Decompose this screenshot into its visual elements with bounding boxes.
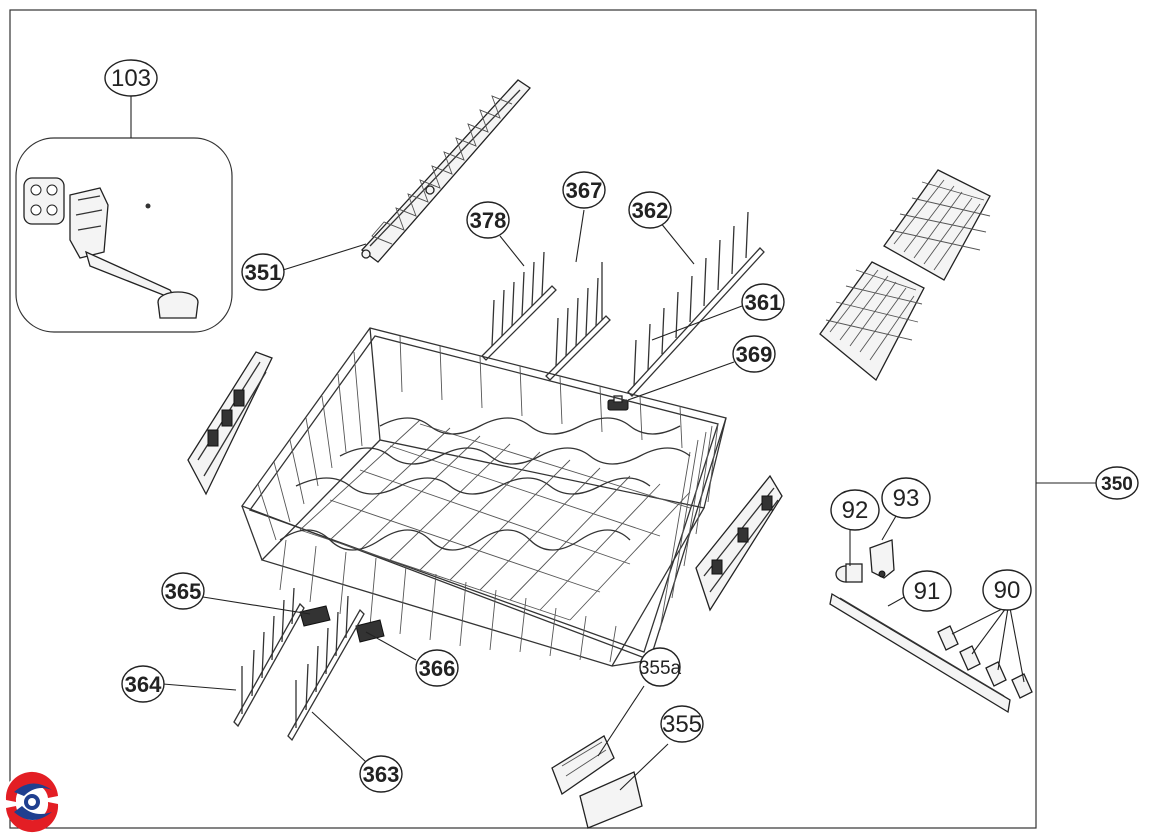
part-351-cup-shelf <box>361 79 531 263</box>
svg-text:103: 103 <box>111 65 151 92</box>
callout-93: 93 <box>881 477 931 519</box>
part-362-tine-row <box>627 211 765 397</box>
main-dish-basket <box>240 327 727 667</box>
part-93-clip <box>869 539 895 579</box>
callout-90: 90 <box>982 569 1032 611</box>
part-367-tine-row <box>545 262 611 381</box>
right-side-rail <box>695 474 783 612</box>
svg-text:93: 93 <box>893 485 920 512</box>
callout-364: 364 <box>121 665 165 703</box>
right-cup-shelves <box>819 169 991 382</box>
callout-92: 92 <box>830 489 880 531</box>
callout-350: 350 <box>1095 466 1139 500</box>
svg-text:92: 92 <box>842 497 869 524</box>
callout-365: 365 <box>161 572 205 610</box>
part-103-spray-arm-inset <box>15 96 233 333</box>
svg-text:366: 366 <box>419 656 456 681</box>
part-91-rail <box>829 592 1011 714</box>
callout-366: 366 <box>415 649 459 687</box>
callout-367: 367 <box>562 171 606 209</box>
callout-351: 351 <box>241 253 285 291</box>
svg-text:365: 365 <box>165 579 202 604</box>
svg-text:364: 364 <box>125 672 162 697</box>
callout-355a: 355a <box>639 647 682 687</box>
brand-logo-icon <box>3 771 61 833</box>
svg-text:361: 361 <box>745 290 782 315</box>
part-90-clips <box>937 625 1033 699</box>
callout-361: 361 <box>741 283 785 321</box>
part-355a-cover <box>551 735 615 796</box>
left-side-rail <box>187 351 273 496</box>
part-363-tine-row <box>287 595 365 742</box>
svg-text:91: 91 <box>914 578 941 605</box>
callout-363: 363 <box>359 755 403 793</box>
svg-text:363: 363 <box>363 762 400 787</box>
callout-369: 369 <box>732 335 776 373</box>
svg-text:351: 351 <box>245 260 282 285</box>
callout-103: 103 <box>104 59 158 97</box>
svg-text:367: 367 <box>566 178 603 203</box>
part-364-tine-row <box>233 587 305 728</box>
callout-91: 91 <box>902 570 952 612</box>
part-355-cover <box>579 771 643 829</box>
svg-text:350: 350 <box>1101 474 1133 495</box>
svg-text:362: 362 <box>632 198 669 223</box>
svg-text:355a: 355a <box>639 658 682 679</box>
svg-text:355: 355 <box>662 711 702 738</box>
part-92-roller <box>835 563 863 583</box>
part-378-tine-row <box>481 251 557 361</box>
svg-text:369: 369 <box>736 342 773 367</box>
svg-text:378: 378 <box>470 208 507 233</box>
diagram-frame <box>9 9 1037 829</box>
leader-lines <box>162 209 1096 791</box>
callout-355: 355 <box>660 705 704 743</box>
callout-362: 362 <box>628 191 672 229</box>
callout-378: 378 <box>466 201 510 239</box>
svg-text:90: 90 <box>994 577 1021 604</box>
